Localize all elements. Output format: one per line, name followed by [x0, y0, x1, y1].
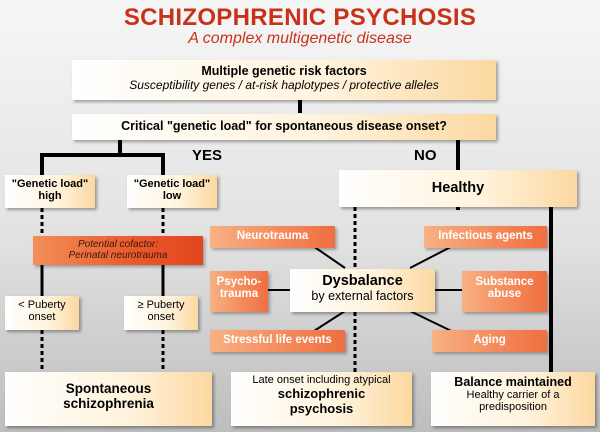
cofactor-box: Potential cofactor: Perinatal neurotraum…	[33, 236, 203, 265]
yes-label: YES	[192, 147, 223, 164]
dysbalance-subtitle: by external factors	[311, 289, 414, 303]
genetic-load-high-line1: "Genetic load"	[11, 178, 89, 190]
genetic-load-low-line1: "Genetic load"	[133, 178, 211, 190]
genetic-risk-box: Multiple genetic risk factors Susceptibi…	[72, 60, 496, 100]
after-puberty-box: ≥ Puberty onset	[124, 296, 198, 330]
dysbalance-box: Dysbalance by external factors	[290, 269, 435, 312]
genetic-load-question: Critical "genetic load" for spontaneous …	[121, 119, 447, 133]
cofactor-line2: Perinatal neurotrauma	[68, 250, 168, 261]
factor-stressful-label: Stressful life events	[223, 334, 332, 346]
genetic-load-high-line2: high	[38, 190, 62, 202]
after-puberty-line2: onset	[147, 311, 175, 323]
spontaneous-line1: Spontaneous	[65, 381, 152, 396]
factor-infectious: Infectious agents	[424, 226, 547, 248]
genetic-load-low-box: "Genetic load" low	[127, 175, 217, 208]
after-puberty-line1: ≥ Puberty	[137, 299, 185, 311]
before-puberty-box: < Puberty onset	[5, 296, 79, 330]
dysbalance-title: Dysbalance	[322, 273, 403, 289]
diagram-title: SCHIZOPHRENIC PSYCHOSIS	[123, 4, 477, 31]
factor-stressful: Stressful life events	[210, 330, 345, 352]
genetic-risk-title: Multiple genetic risk factors	[201, 64, 367, 78]
before-puberty-line1: < Puberty	[18, 299, 66, 311]
diagram-subtitle: A complex multigenetic disease	[188, 30, 412, 47]
factor-neurotrauma-label: Neurotrauma	[236, 230, 309, 242]
spontaneous-line2: schizophrenia	[63, 396, 154, 411]
factor-psychotrauma-line2: trauma	[219, 288, 259, 300]
factor-aging-label: Aging	[473, 334, 506, 346]
factor-neurotrauma: Neurotrauma	[210, 226, 335, 248]
late-onset-box: Late onset including atypical schizophre…	[231, 372, 412, 426]
factor-substance-line1: Substance	[475, 276, 534, 288]
balance-title: Balance maintained	[454, 375, 572, 389]
genetic-risk-subtitle: Susceptibility genes / at-risk haplotype…	[129, 78, 439, 92]
factor-substance: Substance abuse	[462, 271, 547, 312]
late-onset-line2: schizophrenic	[277, 386, 366, 401]
cofactor-line1: Potential cofactor:	[77, 239, 159, 250]
healthy-box: Healthy	[339, 170, 577, 207]
factor-infectious-label: Infectious agents	[438, 230, 533, 242]
late-onset-line1: Late onset including atypical	[252, 374, 391, 386]
balance-maintained-box: Balance maintained Healthy carrier of a …	[431, 372, 595, 426]
late-onset-line3: psychosis	[289, 401, 354, 416]
balance-line2: predisposition	[479, 401, 547, 413]
genetic-load-question-box: Critical "genetic load" for spontaneous …	[72, 114, 496, 140]
no-label: NO	[414, 147, 437, 164]
factor-psychotrauma-line1: Psycho-	[216, 276, 262, 288]
factor-aging: Aging	[432, 330, 547, 352]
genetic-load-low-line2: low	[162, 190, 182, 202]
spontaneous-schizophrenia-box: Spontaneous schizophrenia	[5, 372, 212, 426]
factor-psychotrauma: Psycho- trauma	[210, 271, 268, 312]
healthy-label: Healthy	[431, 180, 485, 196]
genetic-load-high-box: "Genetic load" high	[5, 175, 95, 208]
before-puberty-line2: onset	[28, 311, 56, 323]
balance-line1: Healthy carrier of a	[466, 389, 560, 401]
factor-substance-line2: abuse	[487, 288, 522, 300]
